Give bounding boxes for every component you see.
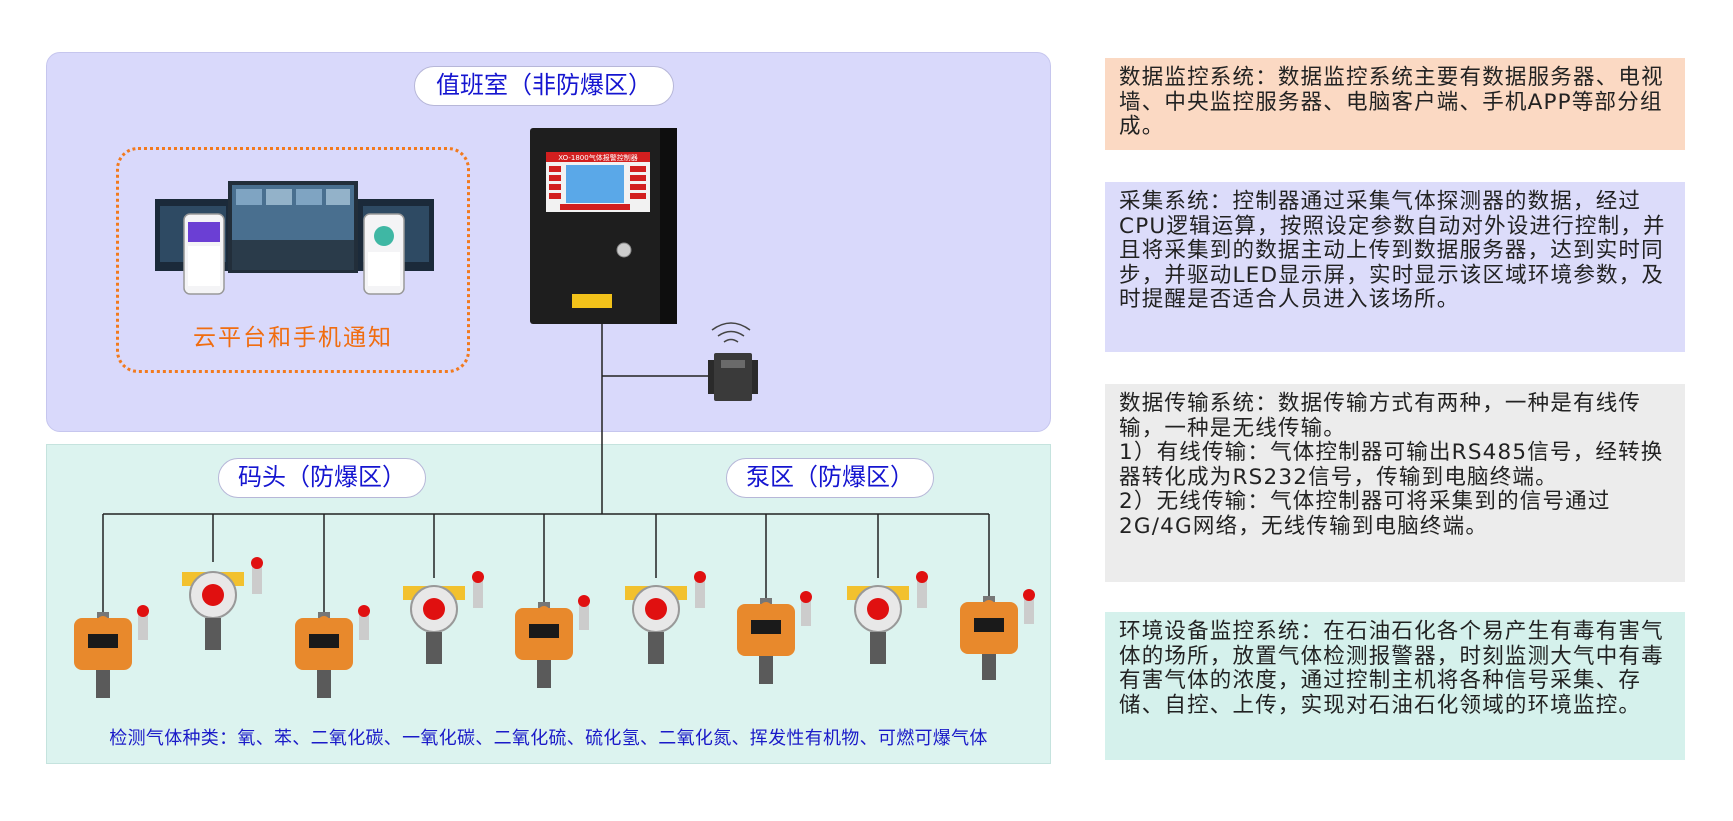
- controller-label: XO-1800气体报警控制器: [558, 153, 637, 162]
- acquisition-system-description: 采集系统：控制器通过采集气体探测器的数据，经过CPU逻辑运算，按照设定参数自动对…: [1105, 182, 1685, 352]
- wifi-icon: [711, 322, 751, 343]
- pump-area-label: 泵区（防爆区）: [726, 458, 934, 498]
- description-text: 数据传输系统：数据传输方式有两种，一种是有线传输，一种是无线传输。 1）有线传输…: [1119, 391, 1664, 539]
- monitoring-screens-image: [155, 181, 434, 295]
- gas-detector-orange-3: [515, 595, 590, 688]
- description-text: 环境设备监控系统：在石油石化各个易产生有毒有害气体的场所，放置气体检测报警器，时…: [1119, 619, 1664, 718]
- wiring-lines: [102, 324, 990, 612]
- gas-detector-yellow-1: [182, 557, 263, 650]
- gas-alarm-controller: XO-1800气体报警控制器: [530, 128, 677, 324]
- gas-detector-orange-1: [74, 605, 149, 698]
- lock-icon: [616, 242, 632, 258]
- environment-monitoring-description: 环境设备监控系统：在石油石化各个易产生有毒有害气体的场所，放置气体检测报警器，时…: [1105, 612, 1685, 760]
- gas-detector-yellow-3: [625, 571, 706, 664]
- data-transmission-description: 数据传输系统：数据传输方式有两种，一种是有线传输，一种是无线传输。 1）有线传输…: [1105, 384, 1685, 582]
- gas-detector-orange-4: [737, 591, 812, 684]
- data-monitoring-description: 数据监控系统：数据监控系统主要有数据服务器、电视墙、中央监控服务器、电脑客户端、…: [1105, 58, 1685, 150]
- gas-detector-orange-5: [960, 589, 1035, 680]
- gas-detector-orange-2: [295, 605, 370, 698]
- description-text: 采集系统：控制器通过采集气体探测器的数据，经过CPU逻辑运算，按照设定参数自动对…: [1119, 189, 1666, 312]
- wireless-converter: [708, 353, 758, 401]
- wharf-label: 码头（防爆区）: [218, 458, 426, 498]
- cloud-platform-label: 云平台和手机通知: [193, 325, 393, 351]
- control-room-label: 值班室（非防爆区）: [414, 66, 674, 106]
- description-text: 数据监控系统：数据监控系统主要有数据服务器、电视墙、中央监控服务器、电脑客户端、…: [1119, 65, 1664, 139]
- gas-detector-yellow-2: [403, 571, 484, 664]
- cloud-platform-box: [116, 147, 470, 373]
- gas-detector-yellow-4: [847, 571, 928, 664]
- gas-types-caption: 检测气体种类：氧、苯、二氧化碳、一氧化碳、二氧化硫、硫化氢、二氧化氮、挥发性有机…: [109, 728, 988, 749]
